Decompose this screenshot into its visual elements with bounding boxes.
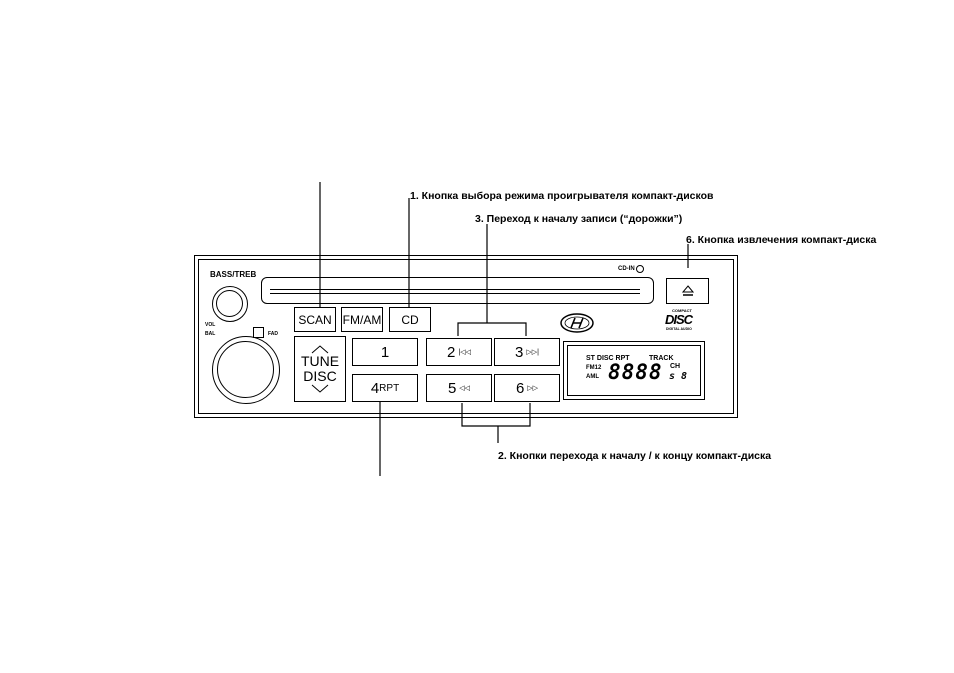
lcd-aml-label: AML [586,374,599,380]
chevron-up-icon [311,345,329,354]
eject-button[interactable] [666,278,709,304]
lcd-ch-label: CH [670,363,681,370]
lcd-status-row: ST DISC RPT [586,355,630,362]
vol-label: VOL [205,322,216,328]
fm-am-button[interactable]: FM/AM [341,307,383,332]
lcd-track-label: TRACK [649,355,674,362]
track-back-icon: |◁◁ [458,349,471,356]
disc-label: DISC [303,368,337,384]
radio-faceplate [194,255,738,418]
lcd-digits: 8888 [608,360,663,384]
preset-button-6[interactable]: 6 ▷▷ [494,374,560,402]
volume-knob[interactable] [212,336,280,404]
bass-treb-label: BASS/TREB [210,270,257,279]
scan-button[interactable]: SCAN [294,307,336,332]
callout-eject-button: 6. Кнопка извлечения компакт-диска [686,234,877,246]
hyundai-logo-icon [560,313,594,333]
leader-track-bracket [457,322,527,336]
preset-button-4-rpt[interactable]: 4 RPT [352,374,418,402]
callout-track-start: 3. Переход к началу записи (“дорожки”) [475,213,683,225]
tune-disc-rocker[interactable]: TUNE DISC [294,336,346,402]
rewind-icon: ◁◁ [459,385,471,392]
cd-in-indicator-icon [636,265,644,273]
lcd-fm12-label: FM12 [586,365,602,371]
radio-faceplate-inner [198,259,734,414]
bal-label: BAL [205,331,216,337]
lcd-display: ST DISC RPT TRACK FM12 AML 8888 CH s 8 [563,341,705,400]
leader-seek-bracket [461,403,531,427]
bass-treb-knob[interactable] [212,286,248,322]
callout-seek-buttons: 2. Кнопки перехода к началу / к концу ко… [498,450,772,462]
fad-label: FAD [268,331,278,337]
preset-button-3[interactable]: 3 ▷▷| [494,338,560,366]
tune-label: TUNE [300,353,340,369]
preset-button-1[interactable]: 1 [352,338,418,366]
compact-disc-logo: COMPACT DISC DIGITAL AUDIO [665,308,693,331]
lcd-small-digits: s 8 [669,371,688,382]
cd-slot[interactable] [261,277,654,304]
fast-forward-icon: ▷▷ [527,385,539,392]
eject-icon [681,285,694,296]
track-forward-icon: ▷▷| [526,349,539,356]
preset-button-2[interactable]: 2 |◁◁ [426,338,492,366]
chevron-down-icon [311,384,329,393]
cd-slot-opening [270,289,640,294]
cd-in-label: CD-IN [618,266,635,272]
callout-cd-mode-button: 1. Кнопка выбора режима проигрывателя ко… [410,190,714,202]
preset-button-5[interactable]: 5 ◁◁ [426,374,492,402]
cd-button[interactable]: CD [389,307,431,332]
